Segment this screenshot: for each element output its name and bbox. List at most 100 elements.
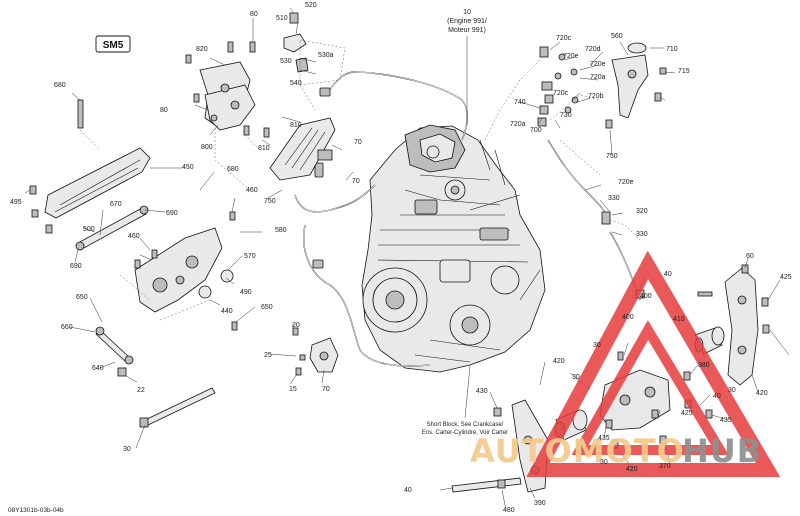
part-callout-30: 30 [123,446,131,453]
part-callout-570: 570 [244,253,256,260]
part-callout-390: 390 [534,500,546,507]
long-bolt-480 [139,387,216,428]
part-callout-540: 540 [290,80,302,87]
engine-note-line2: (Engine 991/ [447,18,487,25]
part-callout-420: 420 [626,466,638,473]
part-callout-60: 60 [746,253,754,260]
part-callout-435: 435 [720,417,732,424]
part-callout-425: 425 [681,410,693,417]
part-callout-425: 425 [780,274,792,281]
part-callout-720b: 720b [588,93,604,100]
part-callout-740: 740 [514,99,526,106]
engine-note-line3: Moteur 991) [448,27,486,34]
rod-assemblies [75,205,149,377]
part-callout-30: 30 [600,459,608,466]
watermark-triangle-inner [571,320,729,455]
part-callout-720a: 720a [590,74,606,81]
part-callout-800: 800 [201,144,213,151]
part-callout-70: 70 [322,386,330,393]
watermark-automoto-text: AUTOMOTO [470,432,685,470]
part-callout-40: 40 [664,271,672,278]
engine-note-line1: 10 [463,9,471,16]
part-callout-660: 660 [61,324,73,331]
part-callout-435: 435 [598,435,610,442]
watermark-wordmark: AUTOMOTO HUB [470,432,762,470]
part-callout-490: 490 [240,289,252,296]
part-callout-40: 40 [713,393,721,400]
mount-15 [292,327,339,376]
part-callout-680: 680 [54,82,66,89]
section-code-label: SM5 [103,40,124,51]
part-callout-400: 400 [622,314,634,321]
part-callout-510: 510 [276,15,288,22]
part-callout-640: 640 [92,365,104,372]
part-callout-380: 380 [698,362,710,369]
part-callout-420: 420 [756,390,768,397]
part-callout-650: 650 [76,294,88,301]
part-callout-720e: 720e [618,179,634,186]
part-callout-680: 680 [227,166,239,173]
part-callout-670: 670 [110,201,122,208]
part-callout-720c: 720c [553,90,569,97]
part-callout-480: 480 [503,507,515,514]
part-callout-560: 560 [611,33,623,40]
part-callout-720e: 720e [590,61,606,68]
part-callout-750: 750 [606,153,618,160]
part-callout-710: 710 [666,46,678,53]
watermark-hub-text: HUB [682,432,762,470]
part-callout-400: 400 [640,293,652,300]
engine-note: 10 (Engine 991/ Moteur 991) [447,9,487,34]
part-callout-650: 650 [261,304,273,311]
part-callout-420: 420 [553,358,565,365]
part-callout-40: 40 [404,487,412,494]
part-callout-330: 330 [608,195,620,202]
part-callout-20: 20 [292,322,300,329]
part-callout-22: 22 [137,387,145,394]
part-callout-70: 70 [352,178,360,185]
part-callout-820: 820 [196,46,208,53]
part-callout-15: 15 [289,386,297,393]
part-callout-530: 530 [280,58,292,65]
part-callout-700: 700 [530,127,542,134]
part-callout-460: 460 [128,233,140,240]
part-callout-580: 580 [275,227,287,234]
leader-lines [24,7,790,511]
part-callout-750: 750 [264,198,276,205]
drawing-code: 08Y1301b-03b-04b [8,507,64,514]
engine-mount-bracket [134,211,238,331]
part-callout-720a: 720a [510,121,526,128]
part-callout-80: 80 [160,107,168,114]
part-callout-690: 690 [70,263,82,270]
part-callout-495: 495 [10,199,22,206]
part-callout-810: 810 [258,145,270,152]
part-callout-520: 520 [305,2,317,9]
automotohub-watermark-logo: AUTOMOTO HUB [470,250,781,477]
part-callout-730: 730 [560,112,572,119]
part-callout-720c: 720c [556,35,572,42]
part-callout-430: 430 [476,388,488,395]
part-callout-30: 30 [728,387,736,394]
section-badge: SM5 [95,35,131,53]
short-block-note-line1: Short Block, See Crankcase/ [427,422,504,428]
part-callout-70: 70 [354,139,362,146]
part-callout-690: 690 [166,210,178,217]
part-callouts: 80 520 510 530 530a 540 820 80 800 810 810 680 450 49… [10,2,792,514]
part-callout-25: 25 [264,352,272,359]
left-rail-assembly [29,99,151,234]
part-callout-370: 370 [659,463,671,470]
part-callout-410: 410 [673,316,685,323]
part-callout-720e: 720e [563,53,579,60]
part-callout-810: 810 [290,122,302,129]
watermark-triangle-outer [526,250,781,477]
part-callout-80: 80 [250,11,258,18]
part-callout-320: 320 [636,208,648,215]
part-callout-460: 460 [246,187,258,194]
part-callout-450: 450 [182,164,194,171]
section-badge-box [95,35,131,53]
short-block-note: Short Block, See Crankcase/ Ens. Carter-… [422,422,508,436]
engine-assembly [361,124,546,373]
part-callout-720d: 720d [585,46,601,53]
part-callout-530a: 530a [318,52,334,59]
part-callout-330: 330 [636,231,648,238]
